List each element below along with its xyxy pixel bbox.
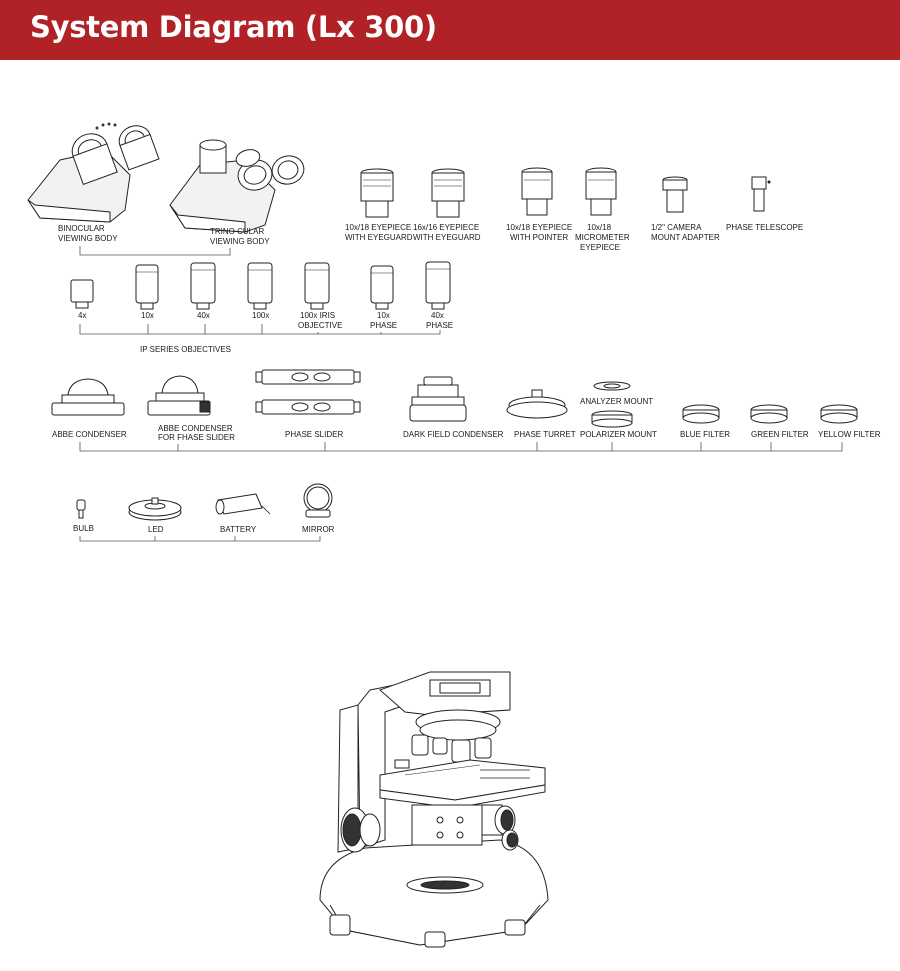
- led: [128, 497, 182, 521]
- label-obj-100x: 100x: [252, 311, 269, 320]
- label-micrometer-2: MICROMETER: [575, 233, 630, 242]
- bracket-row3: [79, 442, 843, 452]
- label-dark-field-condenser: DARK FIELD CONDENSER: [403, 430, 504, 439]
- green-filter: [750, 404, 788, 424]
- label-eyepiece-16x16-1: 16x/16 EYEPIECE: [413, 223, 479, 232]
- label-polarizer-mount: POLARIZER MOUNT: [580, 430, 657, 439]
- label-obj-100x-iris-2: OBJECTIVE: [298, 321, 342, 330]
- label-mirror: MIRROR: [302, 525, 335, 534]
- phase-slider: [255, 369, 361, 415]
- label-trinocular-2: VIEWING BODY: [210, 237, 270, 246]
- micrometer-eyepiece: [585, 167, 617, 216]
- binocular-viewing-body: [27, 122, 160, 223]
- microscope-lx300: [319, 671, 549, 948]
- label-obj-100x-iris-1: 100x IRIS: [300, 311, 335, 320]
- label-obj-10x-phase-1: 10x: [377, 311, 390, 320]
- analyzer-mount: [593, 381, 631, 391]
- label-analyzer-mount: ANALYZER MOUNT: [580, 397, 653, 406]
- label-phase-telescope: PHASE TELESCOPE: [726, 223, 803, 232]
- label-abbe-phase-2: FOR FHASE SLIDER: [158, 433, 235, 442]
- eyepiece-16x16-eyeguard: [431, 168, 465, 218]
- label-blue-filter: BLUE FILTER: [680, 430, 730, 439]
- label-abbe-condenser: ABBE CONDENSER: [52, 430, 127, 439]
- label-trinocular-1: TRINO CULAR: [210, 227, 264, 236]
- label-binocular-1: BINOCULAR: [58, 224, 105, 233]
- label-battery: BATTERY: [220, 525, 257, 534]
- label-eyepiece-10x18-1: 10x/18 EYEPIECE: [345, 223, 411, 232]
- label-obj-10x: 10x: [141, 311, 154, 320]
- label-binocular-2: VIEWING BODY: [58, 234, 118, 243]
- yellow-filter: [820, 404, 858, 424]
- label-eyepiece-pointer-1: 10x/18 EYEPIECE: [506, 223, 572, 232]
- trinocular-viewing-body: [169, 139, 305, 233]
- objective-10x: [135, 264, 159, 310]
- label-obj-10x-phase-2: PHASE: [370, 321, 397, 330]
- eyepiece-10x18-pointer: [521, 167, 553, 216]
- bracket-objectives: [79, 324, 441, 335]
- label-obj-40x-phase-2: PHASE: [426, 321, 453, 330]
- label-bulb: BULB: [73, 524, 94, 533]
- bulb: [76, 499, 86, 519]
- label-phase-slider: PHASE SLIDER: [285, 430, 343, 439]
- blue-filter: [682, 404, 720, 424]
- label-eyepiece-10x18-2: WITH EYEGUARD: [345, 233, 413, 242]
- polarizer-mount: [591, 410, 633, 428]
- battery: [215, 493, 271, 515]
- abbe-condenser: [51, 378, 125, 416]
- phase-telescope: [751, 176, 771, 212]
- label-camera-2: MOUNT ADAPTER: [651, 233, 720, 242]
- camera-mount-adapter: [662, 176, 688, 213]
- label-abbe-phase-1: ABBE CONDENSER: [158, 424, 233, 433]
- label-eyepiece-pointer-2: WITH POINTER: [510, 233, 568, 242]
- objective-40x-phase: [425, 261, 451, 310]
- bracket-row4: [79, 536, 321, 542]
- label-phase-turret: PHASE TURRET: [514, 430, 576, 439]
- objective-40x: [190, 262, 216, 310]
- dark-field-condenser: [409, 376, 467, 422]
- objective-4x: [70, 279, 94, 309]
- label-eyepiece-16x16-2: WITH EYEGUARD: [413, 233, 481, 242]
- objective-10x-phase: [370, 265, 394, 310]
- label-micrometer-1: 10x/18: [587, 223, 612, 232]
- label-obj-40x-phase-1: 40x: [431, 311, 444, 320]
- label-yellow-filter: YELLOW FILTER: [818, 430, 881, 439]
- label-obj-40x: 40x: [197, 311, 210, 320]
- abbe-condenser-phase-slider: [147, 375, 211, 416]
- label-camera-1: 1/2" CAMERA: [651, 223, 702, 232]
- mirror: [303, 483, 333, 518]
- objective-100x: [247, 262, 273, 310]
- label-ip-series-objectives: IP SERIES OBJECTIVES: [140, 345, 231, 354]
- bracket-viewing-bodies: [79, 246, 231, 256]
- title-banner: System Diagram (Lx 300): [0, 0, 900, 60]
- eyepiece-10x18-eyeguard: [360, 168, 394, 218]
- label-micrometer-3: EYEPIECE: [580, 243, 620, 252]
- label-obj-4x: 4x: [78, 311, 86, 320]
- objective-100x-iris: [304, 262, 330, 310]
- page-title: System Diagram (Lx 300): [30, 10, 437, 44]
- label-led: LED: [148, 525, 164, 534]
- label-green-filter: GREEN FILTER: [751, 430, 809, 439]
- phase-turret: [506, 389, 568, 419]
